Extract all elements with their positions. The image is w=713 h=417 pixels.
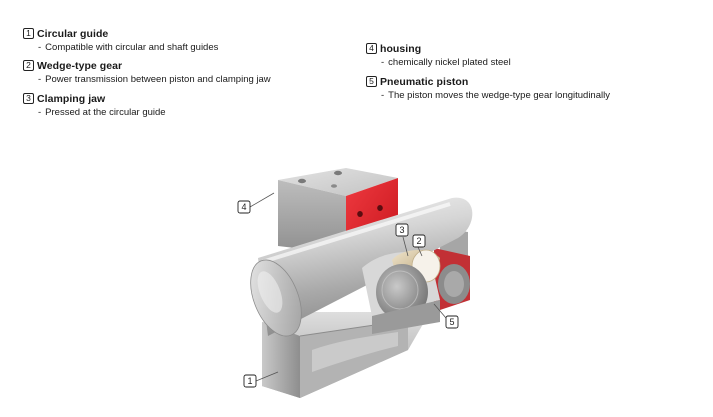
screw-hole-icon [357, 211, 363, 217]
legend-number-badge: 1 [23, 28, 34, 39]
callout-2-label: 2 [416, 236, 421, 246]
callout-1: 1 [243, 371, 279, 388]
legend-description: -Compatible with circular and shaft guid… [38, 42, 219, 53]
legend-item-clamping-jaw: 3 Clamping jaw -Pressed at the circular … [23, 92, 166, 118]
callout-1-label: 1 [247, 376, 252, 386]
legend-number-badge: 5 [366, 76, 377, 87]
legend-number-badge: 3 [23, 93, 34, 104]
legend-number-badge: 2 [23, 60, 34, 71]
screw-hole-icon [298, 178, 306, 184]
callout-3: 3 [395, 223, 409, 257]
legend-title: housing [380, 42, 422, 55]
legend-title: Wedge-type gear [37, 59, 123, 72]
legend-item-wedge-type-gear: 2 Wedge-type gear -Power transmission be… [23, 59, 271, 85]
legend-item-housing: 4 housing -chemically nickel plated stee… [366, 42, 511, 68]
screw-hole-icon [334, 170, 342, 176]
callout-2: 2 [412, 234, 426, 257]
cutaway-internals [362, 249, 470, 334]
callout-4-label: 4 [241, 202, 246, 212]
legend-title: Clamping jaw [37, 92, 106, 105]
screw-hole-icon [331, 184, 337, 188]
circular-guide-base [262, 312, 430, 398]
legend-item-circular-guide: 1 Circular guide -Compatible with circul… [23, 27, 218, 53]
legend-description: -Pressed at the circular guide [38, 107, 166, 118]
callout-5-label: 5 [449, 317, 454, 327]
legend-description: -chemically nickel plated steel [381, 57, 511, 68]
legend-title: Pneumatic piston [380, 75, 469, 88]
legend-title: Circular guide [37, 27, 109, 40]
callout-4: 4 [237, 192, 275, 214]
legend-description: -Power transmission between piston and c… [38, 74, 271, 85]
legend-number-badge: 4 [366, 43, 377, 54]
callout-3-label: 3 [399, 225, 404, 235]
legend-description: -The piston moves the wedge-type gear lo… [381, 90, 610, 101]
callout-5: 5 [433, 303, 459, 329]
screw-hole-icon [377, 205, 383, 211]
legend-item-pneumatic-piston: 5 Pneumatic piston -The piston moves the… [366, 75, 610, 101]
